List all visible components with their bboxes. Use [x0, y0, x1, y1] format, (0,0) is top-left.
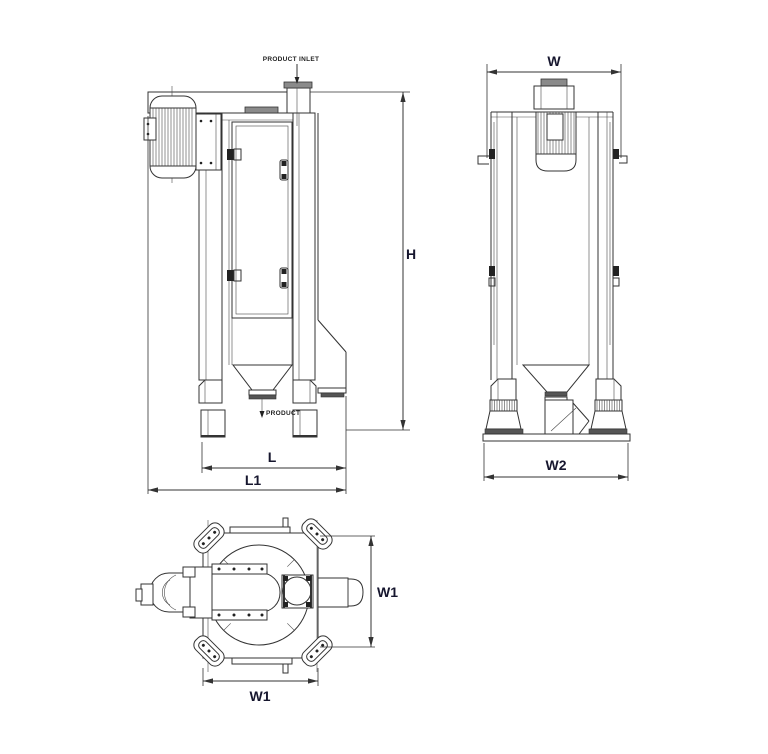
- top-corner-pad-br: [301, 635, 333, 667]
- side-hopper: [521, 364, 591, 401]
- front-top-strip: [244, 106, 279, 114]
- front-hopper: [231, 364, 294, 400]
- dim-w-label: W: [547, 53, 561, 69]
- outlet-arrow-icon: [259, 411, 265, 418]
- dim-w2-label: W2: [546, 457, 567, 473]
- dimension-w: W: [486, 53, 622, 158]
- side-base-plate: [482, 433, 631, 442]
- top-corner-pad-tr: [301, 518, 333, 550]
- front-access-door: [227, 121, 293, 319]
- front-side-chute: [317, 113, 347, 398]
- dimension-l: L: [201, 442, 346, 473]
- top-view: [135, 517, 364, 674]
- top-corner-pad-bl: [193, 635, 225, 667]
- door-hinge-top: [227, 149, 234, 160]
- dim-l-label: L: [268, 449, 277, 465]
- dim-h-label: H: [406, 246, 416, 262]
- inlet-arrow-icon: [294, 77, 300, 84]
- dim-l1-label: L1: [245, 472, 262, 488]
- product-outlet-annotation: PRODUCT: [259, 398, 300, 418]
- front-inlet-pipe: [283, 81, 313, 126]
- motor-mount-plate: [195, 113, 222, 171]
- product-inlet-annotation: PRODUCT INLET: [263, 56, 320, 84]
- side-motor: [533, 78, 577, 172]
- door-hinge-bottom: [227, 270, 234, 281]
- top-right-spout: [317, 577, 364, 608]
- top-drum-ticks: [223, 559, 295, 631]
- door-handle-top: [279, 159, 289, 181]
- top-inlet-flange: [281, 574, 314, 609]
- product-inlet-label: PRODUCT INLET: [263, 56, 320, 63]
- dim-w1-bottom-label: W1: [250, 688, 271, 704]
- side-discharge-chute: [544, 399, 590, 439]
- dimension-w1-bottom: W1: [202, 668, 319, 704]
- product-outlet-label: PRODUCT: [266, 410, 300, 417]
- front-view: PRODUCT INLET PRODUCT: [143, 56, 347, 438]
- front-motor: [143, 86, 222, 183]
- side-hinge-clips: [477, 149, 628, 287]
- dim-w1-right-label: W1: [377, 584, 398, 600]
- side-feet: [482, 378, 631, 442]
- dimension-w2: W2: [483, 443, 629, 481]
- dimension-h: H: [310, 91, 416, 494]
- front-feet: [198, 379, 318, 438]
- side-view: [477, 78, 631, 442]
- dimension-w1-right: W1: [320, 535, 398, 648]
- top-corner-pad-tl: [193, 522, 225, 554]
- top-motor: [135, 563, 281, 621]
- dimension-l1: L1: [147, 116, 346, 494]
- door-handle-bottom: [279, 267, 289, 289]
